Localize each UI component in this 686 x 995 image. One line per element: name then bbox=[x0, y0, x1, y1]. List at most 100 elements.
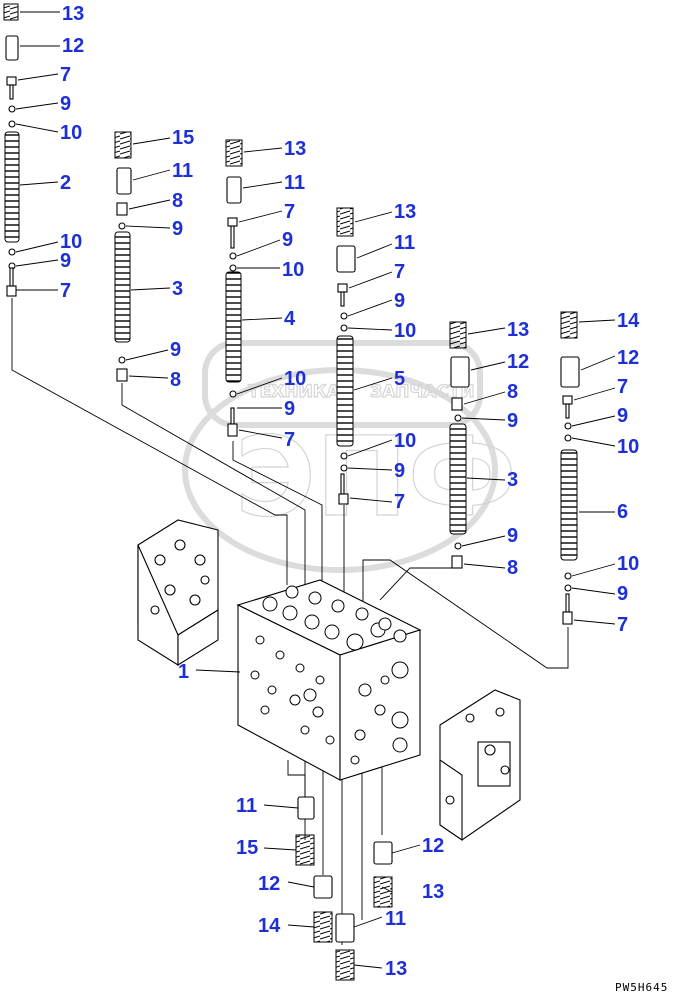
callout-label: 6 bbox=[617, 501, 628, 523]
callout-label: 12 bbox=[422, 835, 444, 857]
ring-part bbox=[564, 572, 572, 580]
callout-label: 8 bbox=[507, 381, 518, 403]
callout-label: 12 bbox=[507, 351, 529, 373]
left-end-cover bbox=[137, 519, 219, 666]
callout-label: 11 bbox=[236, 795, 257, 817]
cap-part bbox=[226, 176, 242, 204]
callout-label: 13 bbox=[385, 958, 407, 980]
bolt-part bbox=[565, 403, 570, 419]
retainer-part bbox=[116, 368, 128, 382]
bolt-part bbox=[340, 291, 345, 307]
column-5-parts bbox=[449, 321, 470, 569]
cap-part bbox=[373, 841, 393, 865]
route-line-5 bbox=[379, 567, 458, 601]
callout-label: 7 bbox=[60, 64, 71, 86]
callout-label: 15 bbox=[172, 127, 194, 149]
spool-part bbox=[560, 449, 578, 561]
callout-label: 9 bbox=[617, 583, 628, 605]
callout-label: 13 bbox=[507, 319, 529, 341]
callout-label: 10 bbox=[617, 553, 639, 575]
cap-part bbox=[313, 875, 333, 899]
ring-part bbox=[229, 264, 237, 272]
spring-part bbox=[336, 207, 354, 237]
callout-label: 7 bbox=[394, 491, 405, 513]
retainer-part bbox=[451, 397, 463, 411]
cap-part bbox=[297, 796, 315, 820]
callout-label: 1 bbox=[178, 661, 189, 683]
cap-part bbox=[5, 35, 19, 61]
spool-part bbox=[449, 423, 467, 535]
cap-part bbox=[560, 356, 580, 388]
valve-body bbox=[236, 579, 422, 781]
callout-label: 9 bbox=[507, 410, 518, 432]
ring-part bbox=[8, 248, 16, 256]
route-line-3 bbox=[232, 441, 323, 607]
bolt-part bbox=[230, 225, 235, 249]
ring-part bbox=[564, 422, 572, 430]
callout-label: 7 bbox=[60, 280, 71, 302]
retainer-part bbox=[562, 611, 573, 625]
callout-label: 10 bbox=[617, 436, 639, 458]
callout-label: 8 bbox=[172, 190, 183, 212]
callout-label: 11 bbox=[284, 172, 305, 194]
callout-label: 9 bbox=[60, 250, 71, 272]
cap-part bbox=[116, 167, 132, 195]
ring-part bbox=[118, 356, 126, 364]
cap-part bbox=[335, 913, 355, 943]
cap-part bbox=[450, 356, 470, 388]
spring-part bbox=[313, 911, 333, 943]
ring-part bbox=[340, 452, 348, 460]
callout-label: 11 bbox=[172, 160, 193, 182]
callout-label: 9 bbox=[172, 218, 183, 240]
callout-labels: 13 12 7 9 10 2 10 9 7 15 11 8 9 3 9 8 13… bbox=[60, 3, 640, 980]
watermark-brand-right: ЗАПЧАСТИ bbox=[370, 382, 475, 402]
spring-part bbox=[295, 834, 315, 866]
retainer-part bbox=[6, 285, 17, 297]
callout-label: 10 bbox=[282, 259, 304, 281]
callout-label: 11 bbox=[385, 908, 406, 930]
watermark-brand-left: ТЕХНИКА bbox=[248, 382, 341, 402]
ring-part bbox=[229, 390, 237, 398]
spool-part bbox=[336, 335, 354, 447]
callout-label: 4 bbox=[284, 308, 296, 330]
callout-label: 10 bbox=[394, 430, 416, 452]
ring-part bbox=[454, 414, 462, 422]
callout-label: 9 bbox=[507, 525, 518, 547]
retainer-part bbox=[451, 555, 463, 569]
callout-label: 9 bbox=[282, 229, 293, 251]
callout-label: 13 bbox=[422, 881, 444, 903]
callout-label: 2 bbox=[60, 172, 71, 194]
callout-label: 10 bbox=[284, 368, 306, 390]
bolt-part bbox=[9, 267, 14, 287]
callout-label: 13 bbox=[62, 3, 84, 25]
right-end-cover bbox=[439, 689, 521, 842]
watermark-logo-letters: ЭПФ bbox=[235, 413, 517, 541]
column-4-parts bbox=[336, 207, 356, 505]
callout-label: 9 bbox=[617, 405, 628, 427]
retainer-part bbox=[116, 202, 128, 216]
retainer-part bbox=[562, 395, 573, 405]
spring-part bbox=[114, 131, 132, 159]
bolt-part bbox=[565, 593, 570, 613]
callout-label: 7 bbox=[284, 429, 295, 451]
ring-part bbox=[8, 120, 16, 128]
spring-part bbox=[560, 311, 578, 339]
retainer-part bbox=[6, 76, 17, 86]
spool-part bbox=[114, 231, 131, 343]
routing-lines bbox=[11, 298, 569, 945]
drawing-code: PW5H645 bbox=[615, 981, 668, 994]
ring-part bbox=[454, 542, 462, 550]
spool-part bbox=[225, 271, 242, 383]
ring-part bbox=[118, 222, 126, 230]
column-2-parts bbox=[114, 131, 132, 382]
route-line-1 bbox=[11, 298, 288, 585]
ring-part bbox=[340, 324, 348, 332]
bolt-part bbox=[340, 473, 345, 495]
callout-label: 9 bbox=[60, 93, 71, 115]
callout-label: 3 bbox=[507, 469, 518, 491]
spring-part bbox=[335, 949, 355, 981]
callout-label: 3 bbox=[172, 278, 183, 300]
callout-label: 8 bbox=[507, 557, 518, 579]
retainer-part bbox=[227, 423, 238, 437]
retainer-part bbox=[338, 493, 349, 505]
